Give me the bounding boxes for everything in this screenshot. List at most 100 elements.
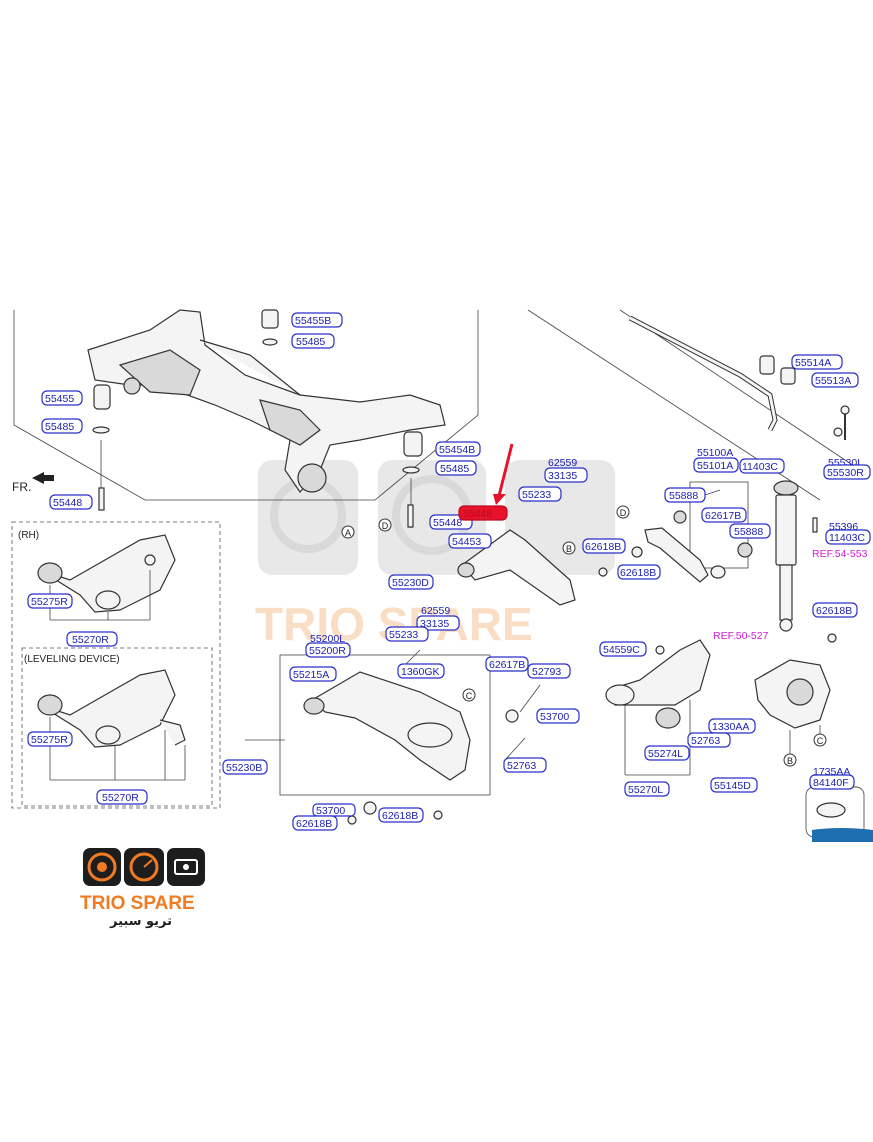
watermark-text: TRIO SPARE bbox=[255, 598, 533, 650]
label-54453[interactable]: 54453 bbox=[448, 533, 492, 549]
marker-c-right: C bbox=[817, 736, 824, 746]
label-55270L[interactable]: 55270L bbox=[624, 781, 670, 797]
svg-text:55888: 55888 bbox=[669, 490, 698, 502]
label-55270R-rh[interactable]: 55270R bbox=[66, 631, 118, 647]
label-55230D[interactable]: 55230D bbox=[388, 574, 434, 590]
svg-text:55485: 55485 bbox=[45, 421, 74, 433]
svg-text:33135: 33135 bbox=[420, 618, 449, 630]
label-55514A[interactable]: 55514A bbox=[791, 354, 843, 370]
label-33135-mid[interactable]: 33135 bbox=[416, 615, 460, 631]
hub-cap-callout bbox=[805, 786, 873, 842]
label-55485-top[interactable]: 55485 bbox=[291, 333, 335, 349]
label-55101A[interactable]: 55101A bbox=[693, 457, 739, 473]
label-55455[interactable]: 55455 bbox=[41, 390, 83, 406]
label-1330AA[interactable]: 1330AA bbox=[708, 718, 756, 734]
svg-text:62617B: 62617B bbox=[489, 659, 525, 671]
upper-link bbox=[457, 529, 643, 606]
fr-indicator: FR. bbox=[12, 472, 54, 494]
label-62559-top[interactable]: 62559 bbox=[545, 456, 585, 469]
label-55454B[interactable]: 55454B bbox=[435, 441, 481, 457]
marker-c-center: C bbox=[466, 691, 473, 701]
svg-text:55270R: 55270R bbox=[72, 634, 109, 646]
label-11403C-a[interactable]: 11403C bbox=[739, 458, 785, 474]
svg-text:52763: 52763 bbox=[507, 760, 536, 772]
svg-text:55513A: 55513A bbox=[815, 375, 851, 387]
label-62618B-a[interactable]: 62618B bbox=[582, 538, 626, 554]
svg-text:11403C: 11403C bbox=[742, 461, 778, 473]
brand-name: TRIO SPARE bbox=[80, 893, 195, 914]
label-55275R-lev[interactable]: 55275R bbox=[27, 731, 73, 747]
ref-50-527[interactable]: REF.50-527 bbox=[713, 630, 769, 642]
label-54559C[interactable]: 54559C bbox=[599, 641, 647, 657]
svg-text:1360GK: 1360GK bbox=[401, 666, 440, 678]
label-53700-right[interactable]: 53700 bbox=[536, 708, 580, 724]
label-55530R[interactable]: 55530R bbox=[823, 464, 871, 480]
svg-text:53700: 53700 bbox=[540, 711, 569, 723]
label-55455B[interactable]: 55455B bbox=[291, 312, 343, 328]
label-84140F[interactable]: 84140F bbox=[809, 774, 855, 790]
trailing-arm bbox=[605, 639, 711, 776]
label-55145D[interactable]: 55145D bbox=[710, 777, 758, 793]
label-55200L[interactable]: 55200L bbox=[307, 632, 349, 645]
label-55200R[interactable]: 55200R bbox=[305, 642, 351, 658]
label-55233-top[interactable]: 55233 bbox=[518, 486, 562, 502]
svg-text:55200L: 55200L bbox=[310, 633, 345, 645]
leveling-frame bbox=[21, 647, 213, 807]
label-55513A[interactable]: 55513A bbox=[811, 372, 859, 388]
label-62618B-d[interactable]: 62618B bbox=[378, 807, 424, 823]
label-52763-mid[interactable]: 52763 bbox=[503, 757, 547, 773]
svg-text:55275R: 55275R bbox=[31, 734, 68, 746]
svg-text:84140F: 84140F bbox=[813, 777, 849, 789]
label-55275R-rh[interactable]: 55275R bbox=[27, 593, 73, 609]
svg-text:55233: 55233 bbox=[522, 489, 551, 501]
svg-text:55274L: 55274L bbox=[648, 748, 683, 760]
svg-text:33135: 33135 bbox=[548, 470, 577, 482]
svg-text:55448: 55448 bbox=[53, 497, 82, 509]
rh-label: (RH) bbox=[18, 530, 39, 541]
lower-arm bbox=[245, 649, 541, 825]
label-55888-a[interactable]: 55888 bbox=[664, 487, 706, 503]
label-62618B-c[interactable]: 62618B bbox=[292, 815, 338, 831]
svg-text:55200R: 55200R bbox=[309, 645, 346, 657]
label-52793[interactable]: 52793 bbox=[527, 663, 571, 679]
label-62559-mid[interactable]: 62559 bbox=[418, 604, 458, 617]
label-55274L[interactable]: 55274L bbox=[644, 745, 690, 761]
label-53700-bottom[interactable]: 53700 bbox=[312, 803, 356, 817]
label-33135-top[interactable]: 33135 bbox=[544, 467, 588, 483]
svg-text:55233: 55233 bbox=[389, 629, 418, 641]
label-1360GK[interactable]: 1360GK bbox=[397, 663, 445, 679]
marker-b-right: B bbox=[787, 756, 793, 766]
leveling-arm bbox=[37, 669, 186, 781]
svg-text:62618B: 62618B bbox=[816, 605, 852, 617]
svg-text:55448: 55448 bbox=[463, 508, 492, 520]
shock-absorber bbox=[773, 480, 818, 632]
svg-text:55485: 55485 bbox=[296, 336, 325, 348]
leveling-device-label: (LEVELING DEVICE) bbox=[24, 654, 120, 665]
label-55230B[interactable]: 55230B bbox=[222, 759, 268, 775]
label-55100A[interactable]: 55100A bbox=[694, 446, 738, 459]
label-55448-highlighted[interactable]: 55448 bbox=[458, 505, 508, 521]
svg-text:62559: 62559 bbox=[421, 605, 450, 617]
label-62618B-b[interactable]: 62618B bbox=[617, 564, 661, 580]
svg-text:11403C: 11403C bbox=[829, 532, 865, 544]
ref-54-553[interactable]: REF.54-553 bbox=[812, 548, 868, 560]
svg-text:62559: 62559 bbox=[548, 457, 577, 469]
label-62617B-mid[interactable]: 62617B bbox=[485, 656, 529, 672]
label-55888-b[interactable]: 55888 bbox=[729, 523, 771, 539]
label-55233-mid[interactable]: 55233 bbox=[385, 626, 429, 642]
svg-text:52763: 52763 bbox=[691, 735, 720, 747]
label-62618B-e[interactable]: 62618B bbox=[812, 602, 858, 618]
label-55215A[interactable]: 55215A bbox=[289, 666, 337, 682]
label-55270R-lev[interactable]: 55270R bbox=[96, 789, 148, 805]
label-55485-left[interactable]: 55485 bbox=[41, 418, 83, 434]
label-55448-left[interactable]: 55448 bbox=[49, 494, 93, 510]
label-11403C-b[interactable]: 11403C bbox=[825, 529, 871, 545]
label-52763-right[interactable]: 52763 bbox=[687, 732, 731, 748]
svg-text:1330AA: 1330AA bbox=[712, 721, 749, 733]
svg-text:55514A: 55514A bbox=[795, 357, 831, 369]
svg-text:55230D: 55230D bbox=[392, 577, 429, 589]
svg-text:55454B: 55454B bbox=[439, 444, 475, 456]
label-62617B-right[interactable]: 62617B bbox=[701, 507, 747, 523]
label-55485-mid[interactable]: 55485 bbox=[435, 460, 477, 476]
svg-text:62617B: 62617B bbox=[705, 510, 741, 522]
